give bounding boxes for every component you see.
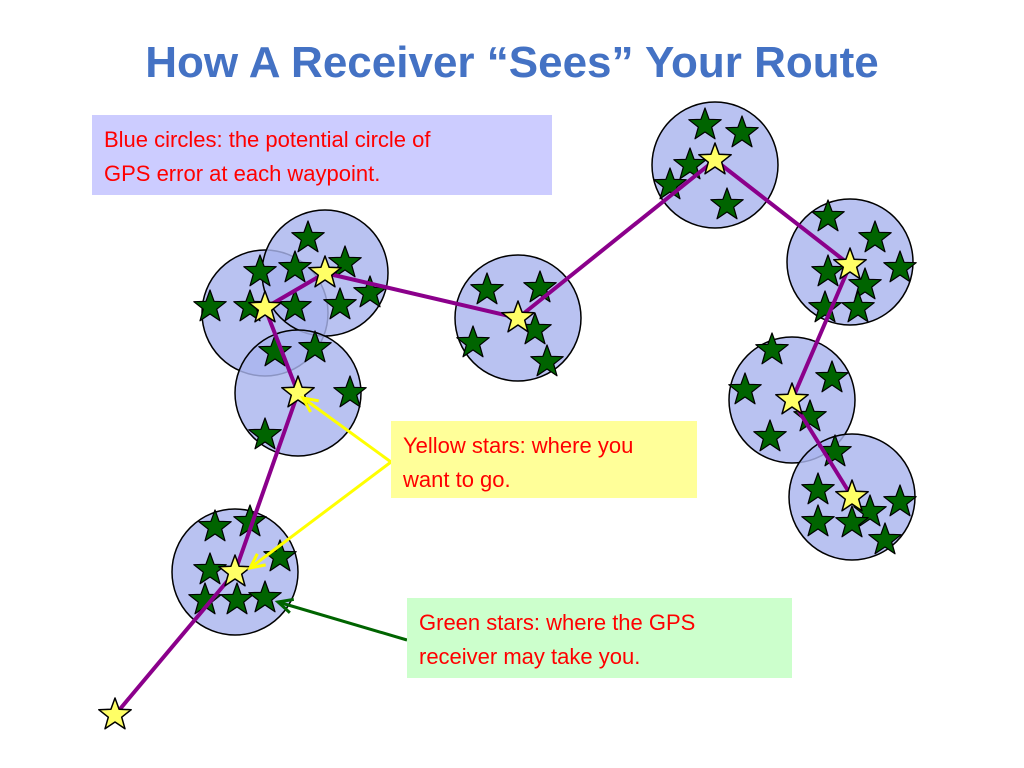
yellow-note-line-1: Yellow stars: where you: [403, 433, 634, 458]
green-arrow-shaft: [277, 600, 408, 642]
blue-circles-note: Blue circles: the potential circle of GP…: [92, 115, 552, 195]
green-star: [456, 325, 490, 358]
green-star: [298, 330, 332, 363]
yellow-star: [775, 382, 809, 415]
green-star: [333, 375, 367, 408]
green-star: [291, 220, 325, 253]
green-star: [523, 270, 557, 303]
green-star: [673, 147, 707, 180]
green-star: [193, 289, 227, 322]
green-note-line-1: Green stars: where the GPS: [419, 610, 696, 635]
yellow-star: [281, 375, 315, 408]
green-star: [835, 505, 869, 538]
yellow-star: [698, 142, 732, 175]
green-star: [755, 332, 789, 365]
yellow-star: [98, 697, 132, 730]
green-arrow: [274, 597, 408, 642]
green-star: [470, 272, 504, 305]
green-star: [753, 419, 787, 452]
green-star: [248, 417, 282, 450]
green-stars: [188, 107, 917, 615]
green-star: [278, 250, 312, 283]
yellow-arrow-lower-shaft: [249, 460, 392, 570]
green-star: [243, 254, 277, 287]
blue-note-line-1: Blue circles: the potential circle of: [104, 127, 431, 152]
yellow-star: [833, 247, 867, 280]
yellow-star: [835, 479, 869, 512]
green-star: [530, 344, 564, 377]
green-star: [815, 360, 849, 393]
green-star: [688, 107, 722, 140]
green-star: [728, 372, 762, 405]
green-star: [248, 580, 282, 613]
green-star: [811, 199, 845, 232]
pointer-arrows: [247, 395, 408, 642]
green-star: [328, 245, 362, 278]
green-stars-note: Green stars: where the GPS receiver may …: [407, 598, 792, 678]
green-star: [198, 509, 232, 542]
green-star: [808, 290, 842, 323]
green-star: [858, 220, 892, 253]
green-arrow-head: [274, 597, 295, 614]
green-star: [323, 287, 357, 320]
green-star: [710, 187, 744, 220]
page-title: How A Receiver “Sees” Your Route: [145, 38, 879, 87]
green-star: [841, 290, 875, 323]
yellow-star: [501, 300, 535, 333]
green-star: [258, 334, 292, 367]
green-star: [811, 254, 845, 287]
yellow-stars-note: Yellow stars: where you want to go.: [391, 421, 697, 498]
green-star: [883, 484, 917, 517]
green-star: [220, 582, 254, 615]
yellow-arrow-upper-shaft: [302, 396, 392, 464]
yellow-arrow-lower: [247, 460, 392, 571]
yellow-arrow-upper-head: [300, 395, 320, 413]
green-star: [801, 504, 835, 537]
yellow-star: [218, 554, 252, 587]
yellow-star: [248, 290, 282, 323]
yellow-star: [308, 255, 342, 288]
green-star: [278, 289, 312, 322]
blue-note-line-2: GPS error at each waypoint.: [104, 161, 381, 186]
green-star: [725, 115, 759, 148]
route-line: [113, 158, 854, 717]
green-star: [848, 267, 882, 300]
green-star: [868, 522, 902, 555]
green-star: [193, 552, 227, 585]
yellow-stars: [98, 142, 869, 730]
yellow-arrow-lower-head: [247, 553, 266, 571]
yellow-arrow-upper: [300, 395, 392, 464]
green-star: [883, 250, 917, 283]
green-star: [263, 539, 297, 572]
yellow-note-line-2: want to go.: [403, 467, 511, 492]
green-star: [653, 167, 687, 200]
green-note-line-2: receiver may take you.: [419, 644, 641, 669]
green-star: [801, 472, 835, 505]
